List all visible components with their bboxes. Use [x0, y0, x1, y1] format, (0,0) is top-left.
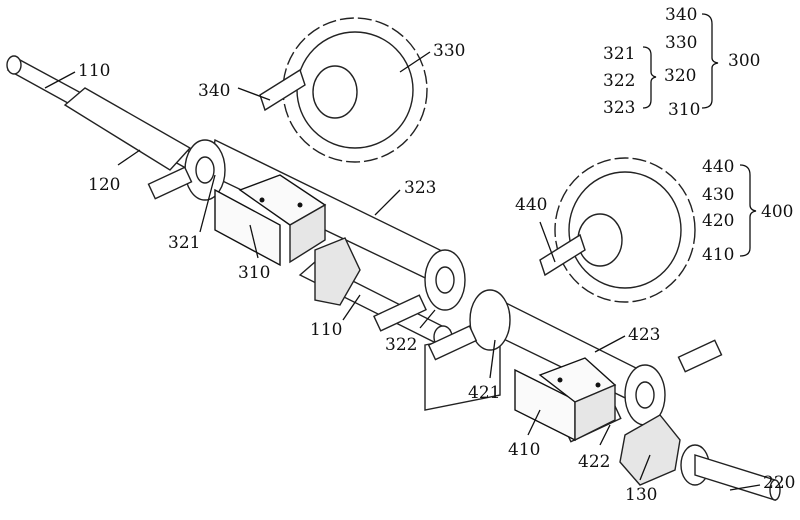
- label-110-mid: 110: [310, 320, 342, 340]
- label-120: 120: [88, 175, 120, 195]
- legend-410: 410: [702, 245, 734, 265]
- legend-400-group: 400: [761, 202, 793, 222]
- toothed-wheel-330: [282, 17, 428, 163]
- brace-400: [739, 164, 757, 257]
- label-110-top: 110: [78, 61, 110, 81]
- pulley-322: [373, 249, 466, 332]
- toothed-wheel-430: [554, 157, 696, 303]
- pulley-421: [427, 289, 511, 361]
- label-321: 321: [168, 233, 200, 253]
- label-220: 220: [763, 473, 795, 493]
- legend-430: 430: [702, 185, 734, 205]
- legend-420: 420: [702, 211, 734, 231]
- part-labels: 110 120 340 330 321 310 323 440 110 322 …: [78, 41, 795, 505]
- legend-440: 440: [702, 157, 734, 177]
- block-410: [514, 357, 617, 442]
- label-130: 130: [625, 485, 657, 505]
- legend-340: 340: [665, 5, 697, 25]
- hex-nut-130: [619, 414, 681, 486]
- label-323: 323: [404, 178, 436, 198]
- bracket-440: [539, 233, 586, 277]
- leader-lines: [44, 51, 761, 491]
- label-322: 322: [385, 335, 417, 355]
- label-440: 440: [515, 195, 547, 215]
- legend-310: 310: [668, 100, 700, 120]
- block-310: [214, 174, 361, 306]
- label-422: 422: [578, 452, 610, 472]
- label-421: 421: [468, 383, 500, 403]
- legend-321: 321: [603, 44, 635, 64]
- legend-300-group: 300: [728, 51, 760, 71]
- pulley-321: [147, 139, 226, 201]
- label-330: 330: [433, 41, 465, 61]
- label-340: 340: [198, 81, 230, 101]
- bracket-340: [259, 68, 306, 112]
- legend-322: 322: [603, 71, 635, 91]
- label-410: 410: [508, 440, 540, 460]
- brace-320: [642, 46, 657, 109]
- legend-320: 320: [664, 66, 696, 86]
- legend-323: 323: [603, 98, 635, 118]
- legend-330: 330: [665, 33, 697, 53]
- brace-300: [701, 13, 719, 109]
- shaft-220: [680, 444, 781, 501]
- label-423: 423: [628, 325, 660, 345]
- legend-400: 440 430 420 410 400: [702, 157, 793, 265]
- label-310: 310: [238, 263, 270, 283]
- legend-300: 340 330 320 310 321 322 323 300: [603, 5, 760, 120]
